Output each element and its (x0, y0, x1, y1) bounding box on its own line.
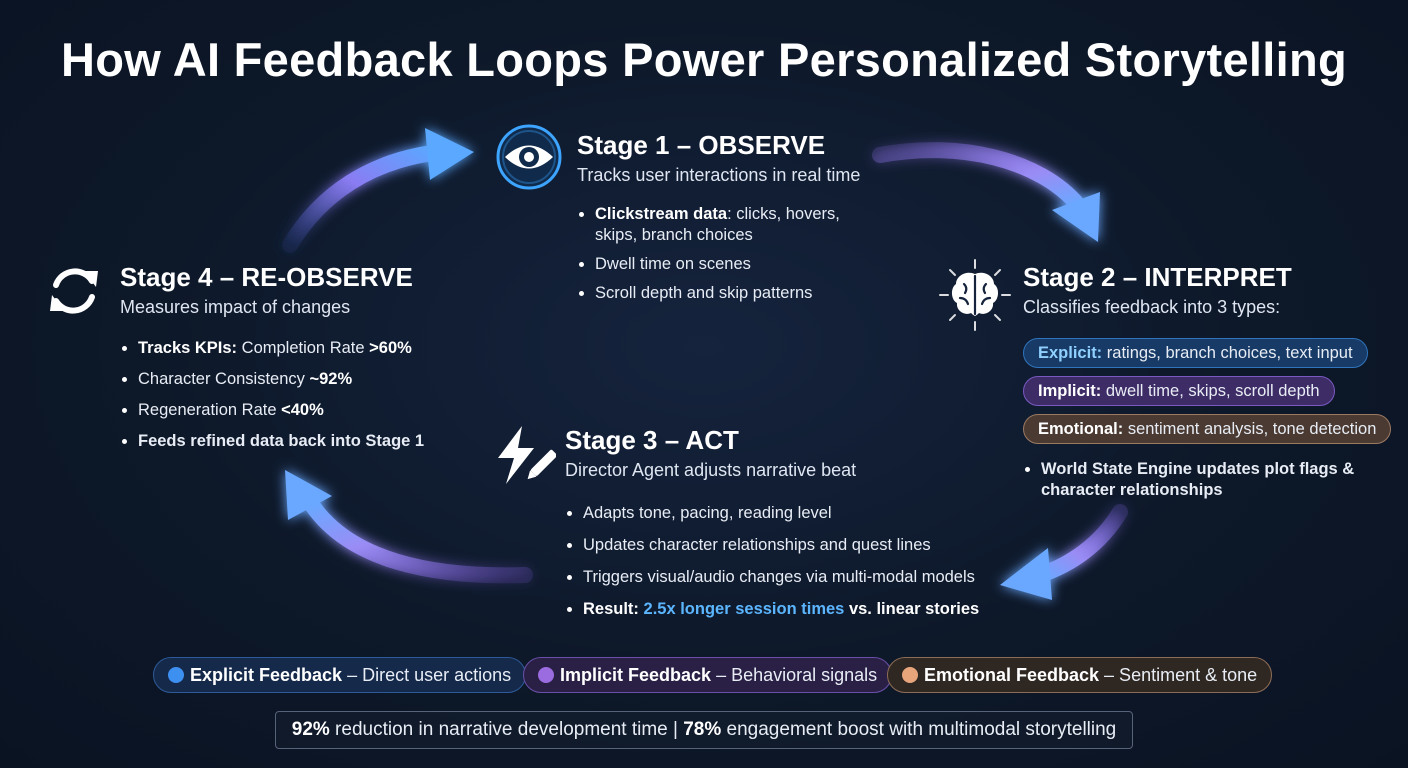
stage-reobserve-subtitle: Measures impact of changes (120, 297, 351, 317)
arrow-stage3-to-stage4 (285, 470, 533, 584)
stage-observe: Stage 1 – OBSERVE Tracks user interactio… (577, 130, 877, 312)
list-item: World State Engine updates plot flags & … (1023, 459, 1368, 501)
implicit-feedback-pill: Implicit: dwell time, skips, scroll dept… (1023, 376, 1335, 406)
stats-banner: 92% reduction in narrative development t… (275, 711, 1133, 749)
lightning-pen-icon (494, 424, 557, 486)
page-title: How AI Feedback Loops Power Personalized… (60, 33, 1348, 86)
list-item: Tracks KPIs: Completion Rate >60% (120, 338, 450, 359)
arrow-stage4-to-stage1 (282, 128, 474, 253)
stage-reobserve: Stage 4 – RE-OBSERVE Measures impact of … (120, 262, 450, 460)
stage-interpret-subtitle: Classifies feedback into 3 types: (1023, 297, 1281, 317)
explicit-feedback-pill: Explicit: ratings, branch choices, text … (1023, 338, 1368, 368)
stage-interpret-title: Stage 2 – INTERPRET (1023, 262, 1292, 292)
list-item: Scroll depth and skip patterns (577, 283, 877, 304)
stage-reobserve-title: Stage 4 – RE-OBSERVE (120, 262, 413, 292)
brain-icon (936, 256, 1014, 334)
list-item: Result: 2.5x longer session times vs. li… (565, 599, 995, 620)
list-item: Character Consistency ~92% (120, 369, 450, 390)
stage-act-list: Adapts tone, pacing, reading level Updat… (565, 503, 995, 620)
eye-icon (496, 124, 562, 190)
list-item: Clickstream data: clicks, hovers, skips,… (577, 204, 877, 246)
legend-implicit: Implicit Feedback – Behavioral signals (523, 657, 893, 693)
stage-observe-title: Stage 1 – OBSERVE (577, 130, 826, 160)
emotional-feedback-pill: Emotional: sentiment analysis, tone dete… (1023, 414, 1392, 444)
stage-reobserve-list: Tracks KPIs: Completion Rate >60% Charac… (120, 338, 450, 452)
emotional-dot-icon (902, 667, 918, 683)
list-item: Dwell time on scenes (577, 254, 877, 275)
stage-act: Stage 3 – ACT Director Agent adjusts nar… (565, 425, 995, 628)
arrow-stage2-to-stage3 (1000, 504, 1128, 600)
list-item: Triggers visual/audio changes via multi-… (565, 567, 995, 588)
list-item: Regeneration Rate <40% (120, 400, 450, 421)
list-item: Adapts tone, pacing, reading level (565, 503, 995, 524)
stage-observe-subtitle: Tracks user interactions in real time (577, 165, 861, 185)
stage-act-title: Stage 3 – ACT (565, 425, 739, 455)
implicit-dot-icon (538, 667, 554, 683)
list-item: Feeds refined data back into Stage 1 (120, 431, 450, 452)
stage-interpret-note: World State Engine updates plot flags & … (1023, 443, 1368, 509)
legend-emotional: Emotional Feedback – Sentiment & tone (887, 657, 1273, 693)
explicit-dot-icon (168, 667, 184, 683)
arrow-stage1-to-stage2 (872, 142, 1100, 242)
stage-interpret: Stage 2 – INTERPRET Classifies feedback … (1023, 262, 1393, 318)
legend-explicit: Explicit Feedback – Direct user actions (153, 657, 527, 693)
refresh-icon (44, 261, 104, 321)
stage-act-subtitle: Director Agent adjusts narrative beat (565, 460, 857, 480)
stage-observe-list: Clickstream data: clicks, hovers, skips,… (577, 204, 877, 304)
list-item: Updates character relationships and ques… (565, 535, 995, 556)
